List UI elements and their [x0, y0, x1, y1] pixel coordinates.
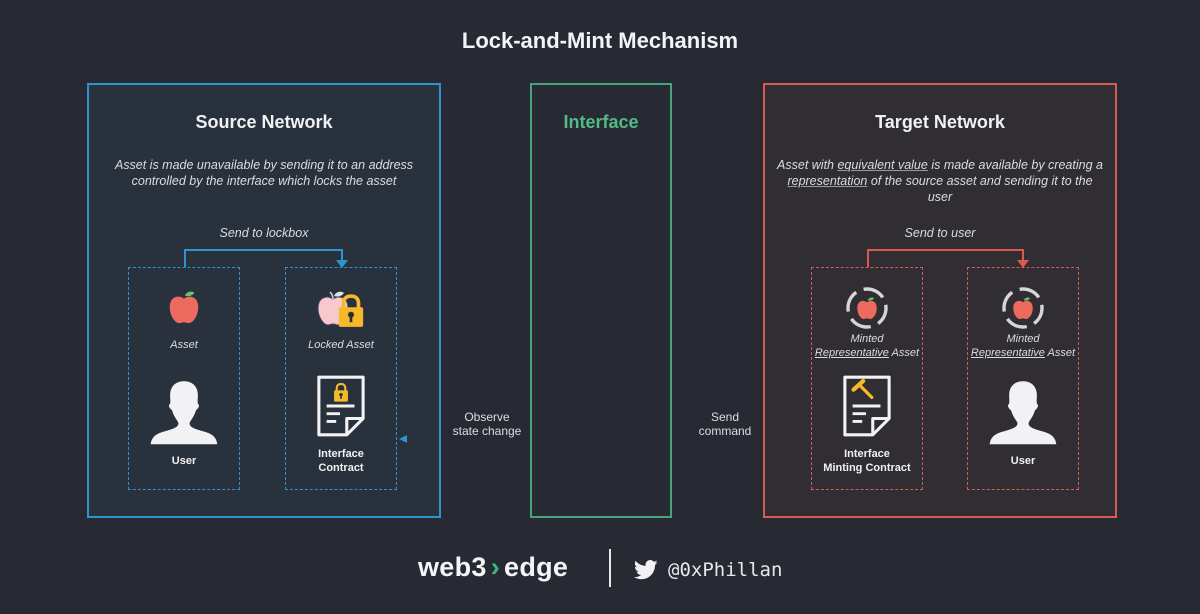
twitter-icon: [634, 560, 658, 580]
send-line-2: command: [698, 424, 752, 438]
contract-label-line-1: Interface: [844, 448, 890, 460]
send-to-lockbox-arrow: [184, 249, 348, 268]
target-network-panel: Target Network Asset with equivalent val…: [763, 83, 1117, 518]
minted-label-line-2: Representative Asset: [968, 346, 1078, 360]
minted-apple-icon: [968, 285, 1078, 331]
asset-label: Asset: [170, 339, 198, 351]
minted-label-line-2: Representative Asset: [812, 346, 922, 360]
contract-label-line-1: Interface: [318, 448, 364, 460]
user-label: User: [171, 455, 197, 467]
lockbox-box: Locked Asset Interface Contract: [285, 267, 397, 490]
target-network-description: Asset with equivalent value is made avai…: [775, 157, 1105, 205]
minting-contract-icon: [812, 374, 922, 438]
representative-term: Representative: [814, 347, 889, 359]
observe-state-change-label: Observe state change: [452, 410, 522, 438]
apple-icon: [129, 288, 239, 326]
asset-word: Asset: [888, 347, 920, 359]
locked-apple-icon: [286, 288, 396, 330]
contract-label-line-2: Minting Contract: [823, 462, 911, 474]
send-to-user-arrow: [867, 249, 1029, 268]
desc-text: is made available by creating a: [927, 158, 1103, 172]
brand-left: web3: [418, 552, 487, 582]
source-network-description: Asset is made unavailable by sending it …: [99, 157, 429, 189]
interface-contract-label: Interface Contract: [286, 447, 396, 475]
representation-term: representation: [787, 174, 868, 188]
twitter-handle: @0xPhillan: [668, 559, 783, 581]
observe-state-change-arrow: [399, 435, 531, 443]
source-network-panel: Source Network Asset is made unavailable…: [87, 83, 441, 518]
minted-asset-label: Minted Representative Asset: [812, 332, 922, 360]
target-network-title: Target Network: [875, 112, 1005, 132]
target-user-box: Minted Representative Asset User: [967, 267, 1079, 490]
observe-line-1: Observe: [464, 410, 510, 424]
user-icon: [129, 376, 239, 446]
locked-contract-icon: [286, 374, 396, 438]
minted-asset-label: Minted Representative Asset: [968, 332, 1078, 360]
locked-asset-label: Locked Asset: [308, 339, 374, 351]
send-to-lockbox-label: Send to lockbox: [219, 226, 309, 240]
interface-panel: Interface: [530, 83, 672, 518]
minted-label-line-1: Minted: [850, 333, 884, 345]
target-description-line-1: Asset with equivalent value is made avai…: [775, 157, 1105, 173]
asset-word: Asset: [1044, 347, 1076, 359]
contract-label-line-2: Contract: [318, 462, 364, 474]
send-command-label: Send command: [690, 410, 760, 438]
representative-term: Representative: [970, 347, 1045, 359]
diagram-title: Lock-and-Mint Mechanism: [461, 28, 739, 53]
minted-label-line-1: Minted: [1006, 333, 1040, 345]
source-description-line-2: controlled by the interface which locks …: [131, 174, 397, 188]
source-network-title: Source Network: [195, 112, 333, 132]
minted-apple-icon: [812, 285, 922, 331]
equivalent-value-term: equivalent value: [837, 158, 928, 172]
send-to-user-label: Send to user: [904, 226, 976, 240]
user-label: User: [1010, 455, 1036, 467]
footer-divider: [609, 549, 611, 587]
source-description-line-1: Asset is made unavailable by sending it …: [114, 158, 414, 172]
user-wallet-box: Asset User: [128, 267, 240, 490]
minting-contract-box: Minted Representative Asset Interface Mi…: [811, 267, 923, 490]
desc-text: Asset with: [777, 158, 838, 172]
user-icon: [968, 376, 1078, 446]
observe-line-2: state change: [452, 424, 522, 438]
desc-text: of the source asset and sending it to th…: [867, 174, 1093, 204]
send-line-1: Send: [710, 410, 740, 424]
web3edge-logo: web3›edge: [418, 552, 568, 583]
brand-right: edge: [504, 552, 569, 582]
brand-chevron: ›: [490, 552, 501, 582]
interface-title: Interface: [563, 112, 639, 132]
target-description-line-2: representation of the source asset and s…: [775, 173, 1105, 205]
interface-minting-contract-label: Interface Minting Contract: [812, 447, 922, 475]
